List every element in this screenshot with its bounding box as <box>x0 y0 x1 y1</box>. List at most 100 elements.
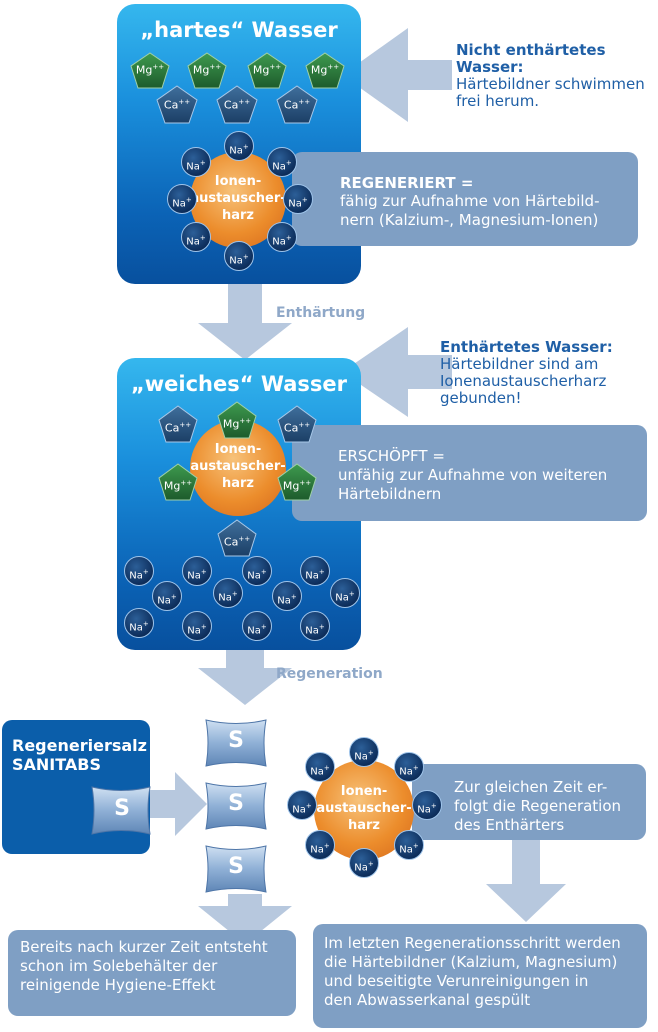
na-ion: Na+ <box>412 790 442 820</box>
regen-to-final-arrow <box>486 836 566 922</box>
softening-arrow <box>198 283 292 360</box>
ca-ion-3 <box>276 85 318 124</box>
same-time-line-1: Zur gleichen Zeit er- <box>454 778 608 796</box>
na-ion: Na+ <box>181 222 211 252</box>
na-ion: Na+ <box>330 578 360 608</box>
na-ion: Na+ <box>224 131 254 161</box>
ca-ion-2 <box>216 85 258 124</box>
exhausted-line-2: Härtebildnern <box>338 485 442 503</box>
resin-line-3: harz <box>221 476 254 491</box>
regeneration-arrow <box>198 648 292 705</box>
final-line-4: den Abwasserkanal gespült <box>324 991 531 1009</box>
mg-ion-2 <box>187 52 227 89</box>
resin-line-3: harz <box>347 818 380 833</box>
salt-tablet-2 <box>205 782 267 830</box>
mg-label-3: Mg++ <box>252 63 282 77</box>
mg-label-2: Mg++ <box>192 63 222 77</box>
na-ion: Na+ <box>267 222 297 252</box>
regenerated-line-2: nern (Kalzium-, Magnesium-Ionen) <box>340 211 599 229</box>
hard-water-title: „hartes“ Wasser <box>140 18 338 42</box>
exhausted-line-1: unfähig zur Aufnahme von weiteren <box>338 466 608 484</box>
na-ion: Na+ <box>305 830 335 860</box>
resin-line-1: Ionen- <box>214 174 262 189</box>
mg-ion-bound-top <box>217 401 257 439</box>
ca-label-3: Ca++ <box>283 98 311 112</box>
mg-ion-bound-right <box>277 463 317 501</box>
na-ion: Na+ <box>167 184 197 214</box>
resin-line-1: Ionen- <box>214 442 262 457</box>
na-ion: Na+ <box>283 184 313 214</box>
mg-label-bound-right: Mg++ <box>282 479 312 493</box>
soft-water-note-heading: Enthärtetes Wasser: <box>440 338 613 356</box>
soft-water-note-line-2: Ionenaustauscherharz <box>440 372 607 390</box>
hard-ions-svg <box>130 52 345 124</box>
resin-line-3: harz <box>221 208 254 223</box>
salt-box-line-1: Regeneriersalz <box>12 736 147 755</box>
hard-water-note-heading: Nicht enthärtetes Wasser: <box>456 41 606 76</box>
na-ion: Na+ <box>213 578 243 608</box>
soft-water-note: Enthärtetes Wasser: Härtebildner sind am… <box>440 339 650 407</box>
resin-line-1: Ionen- <box>340 784 388 799</box>
na-ion: Na+ <box>272 581 302 611</box>
mg-ion-4 <box>305 52 345 89</box>
ca-ion-bound-bottom <box>217 519 257 557</box>
same-time-line-3: des Enthärters <box>454 816 565 834</box>
resin-line-2: austauscher- <box>190 191 286 206</box>
na-ion: Na+ <box>152 581 182 611</box>
na-ion: Na+ <box>267 147 297 177</box>
final-line-2: die Härtebildner (Kalzium, Magnesium) <box>324 953 618 971</box>
mg-label-1: Mg++ <box>135 63 165 77</box>
salt-tablet-1 <box>205 719 267 767</box>
ca-ion-bound-right <box>277 405 317 443</box>
na-ion: Na+ <box>124 556 154 586</box>
mg-label-4: Mg++ <box>310 63 340 77</box>
salt-box-line-2: SANITABS <box>12 755 102 774</box>
hard-water-note: Nicht enthärtetes Wasser: Härtebildner s… <box>456 42 656 110</box>
soft-water-note-line-1: Härtebildner sind am <box>440 355 599 373</box>
salt-to-tank-arrow <box>150 772 207 836</box>
hard-water-note-line-2: frei herum. <box>456 92 540 110</box>
salt-tablet-label: S <box>114 796 130 821</box>
na-ion: Na+ <box>242 556 272 586</box>
na-ion: Na+ <box>349 737 379 767</box>
exhausted-callout: ERSCHÖPFT = unfähig zur Aufnahme von wei… <box>292 425 647 521</box>
na-ion: Na+ <box>224 241 254 271</box>
regenerated-heading: REGENERIERT = <box>340 174 474 192</box>
same-time-line-2: folgt die Regeneration <box>454 797 622 815</box>
soft-water-note-line-3: gebunden! <box>440 389 522 407</box>
na-ion: Na+ <box>287 790 317 820</box>
na-ion: Na+ <box>300 611 330 641</box>
softening-label: Enthärtung <box>276 305 366 321</box>
hygiene-line-3: reinigende Hygiene-Effekt <box>20 976 216 994</box>
final-step-callout: Im letzten Regenerationsschritt werden d… <box>313 924 647 1028</box>
na-ion: Na+ <box>300 556 330 586</box>
hygiene-line-2: schon im Solebehälter der <box>20 957 218 975</box>
salt-tablet-3 <box>205 845 267 893</box>
exhausted-heading: ERSCHÖPFT = <box>338 447 445 465</box>
ca-label-bound-right: Ca++ <box>283 421 311 435</box>
note-hard-arrow <box>342 28 452 122</box>
mg-ion-3 <box>247 52 287 89</box>
hygiene-callout: Bereits nach kurzer Zeit entsteht schon … <box>8 930 296 1016</box>
na-ion: Na+ <box>182 556 212 586</box>
ca-label-1: Ca++ <box>163 98 191 112</box>
mg-label-bound-left: Mg++ <box>163 479 193 493</box>
na-ion: Na+ <box>242 611 272 641</box>
salt-tablet-label: S <box>228 728 244 753</box>
ca-ion-bound-left <box>158 405 198 443</box>
salt-tablet-label: S <box>228 854 244 879</box>
na-ion: Na+ <box>181 147 211 177</box>
na-ion: Na+ <box>182 611 212 641</box>
salt-tablet-box <box>91 786 151 835</box>
regenerated-callout: REGENERIERT = fähig zur Aufnahme von Här… <box>292 152 638 246</box>
resin-line-2: austauscher- <box>316 801 412 816</box>
final-line-1: Im letzten Regenerationsschritt werden <box>324 934 621 952</box>
ca-label-bound-bottom: Ca++ <box>223 535 251 549</box>
mg-ion-bound-left <box>158 463 198 501</box>
same-time-callout: Zur gleichen Zeit er- folgt die Regenera… <box>412 764 646 840</box>
hard-water-note-line-1: Härtebildner schwimmen <box>456 75 645 93</box>
mg-label-bound-top: Mg++ <box>222 417 252 431</box>
tank-to-hygiene-arrow <box>198 894 292 944</box>
